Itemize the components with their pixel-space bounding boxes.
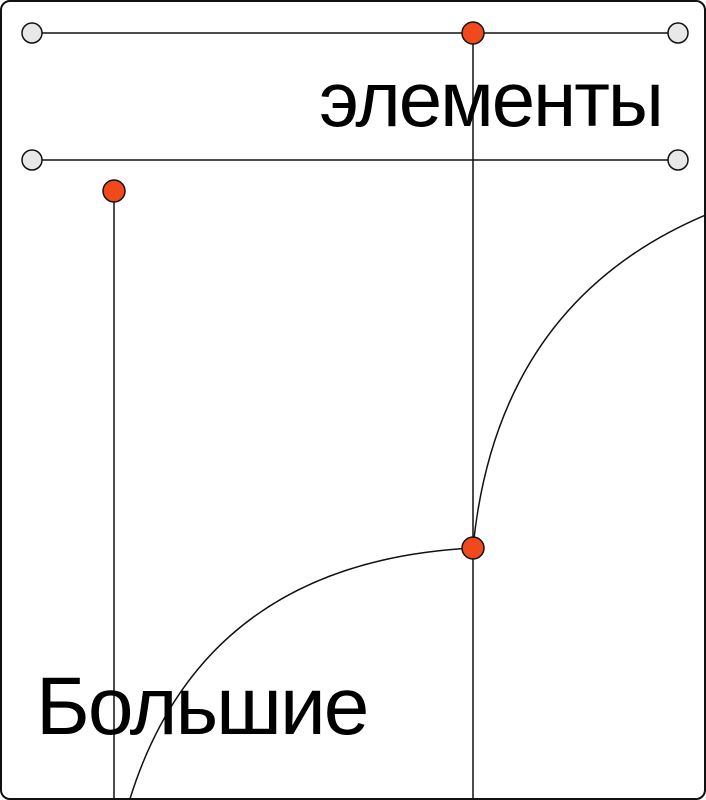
guide-handle-icon[interactable] — [667, 149, 689, 171]
heading-word-bottom: Большие — [36, 661, 369, 752]
anchor-point-icon[interactable] — [102, 179, 126, 203]
upper-arc-curve — [472, 214, 704, 549]
lower-arc-curve — [129, 547, 474, 798]
guide-handle-icon[interactable] — [667, 22, 689, 44]
anchor-point-icon[interactable] — [461, 21, 485, 45]
anchor-point-icon[interactable] — [461, 536, 485, 560]
guide-handle-icon[interactable] — [21, 149, 43, 171]
guide-handle-icon[interactable] — [21, 22, 43, 44]
heading-word-top: элементы — [319, 55, 664, 143]
